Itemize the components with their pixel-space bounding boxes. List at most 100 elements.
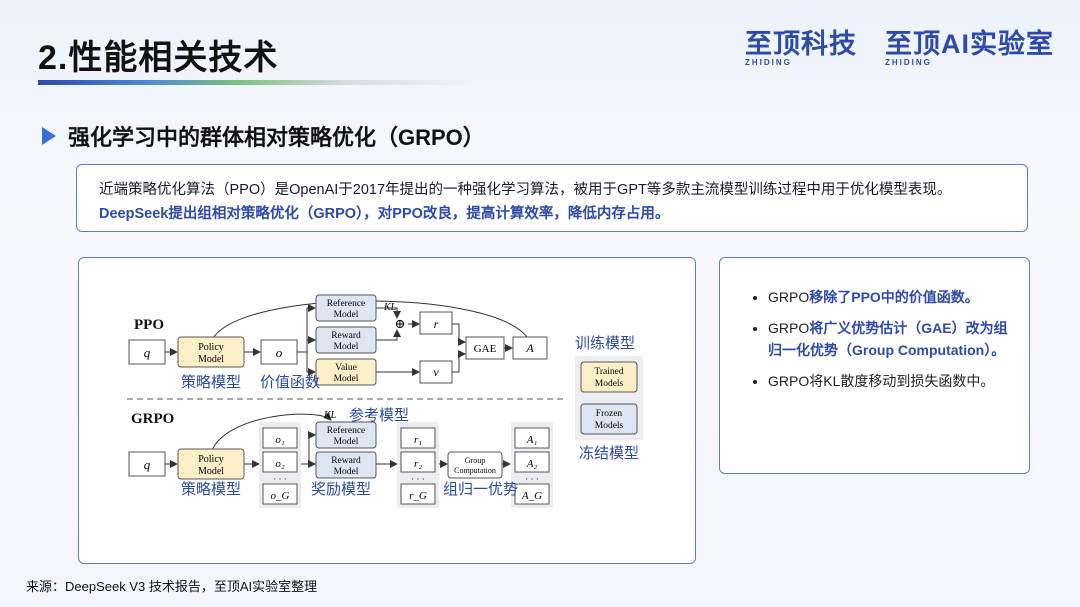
grpo-q-box	[128, 451, 166, 477]
grpo-ref-line1: Reference	[327, 425, 366, 436]
ppo-a-box	[512, 336, 548, 360]
bullet-1-text: GRPO	[768, 289, 810, 305]
grpo-arrow-out-ref	[301, 431, 316, 465]
section-heading: 强化学习中的群体相对策略优化（GRPO）	[42, 120, 485, 152]
grpo-reward-line2: Model	[334, 467, 359, 477]
grpo-group-line1: Group	[465, 456, 485, 465]
grpo-cn-policy-label: 策略模型	[181, 480, 241, 498]
legend-frozen-title: 冻结模型	[579, 444, 639, 462]
logo-cn-text: 至顶AI实验室	[885, 29, 1054, 59]
ppo-arrow-o-reward	[306, 336, 316, 352]
grpo-o2-box	[262, 451, 298, 473]
bullet-3-text: GRPO将KL散度移动到损失函数中。	[768, 373, 995, 389]
grpo-aG-box	[514, 483, 550, 505]
grpo-oG-box	[262, 483, 298, 505]
intro-line-2: DeepSeek提出组相对策略优化（GRPO），对PPO改良，提高计算效率，降低…	[99, 206, 670, 222]
grpo-ref-line2: Model	[334, 437, 359, 447]
grpo-r2-box	[400, 451, 436, 473]
ppo-v-text: v	[433, 365, 439, 379]
grpo-reference-model-box	[315, 421, 377, 449]
ppo-arrow-o-value	[306, 352, 316, 376]
ppo-reward-line2: Model	[334, 342, 359, 352]
ppo-q-text: q	[144, 345, 151, 360]
grpo-o2-text: o₂	[275, 458, 285, 470]
grpo-cn-group-label: 组归一优势	[443, 480, 518, 498]
ppo-value-line2: Model	[334, 374, 359, 384]
section-title: 强化学习中的群体相对策略优化（GRPO）	[68, 125, 485, 150]
ppo-gae-text: GAE	[474, 343, 497, 355]
ppo-arrow-reward-oplus	[376, 329, 401, 341]
bullet-item-1: GRPO移除了PPO中的价值函数。	[768, 286, 1011, 308]
ppo-cn-policy-label: 策略模型	[181, 373, 241, 391]
grpo-a-dots: · · ·	[525, 474, 539, 484]
ppo-reward-line1: Reward	[331, 331, 361, 341]
bullet-1-highlight: 移除了PPO中的价值函数。	[809, 289, 979, 305]
ppo-ref-line2: Model	[334, 310, 359, 320]
grpo-group-line2: Computation	[454, 466, 496, 475]
ppo-arrow-ref-oplus	[376, 307, 401, 319]
grpo-r1-box	[400, 427, 436, 449]
grpo-kl-label: KL	[323, 410, 337, 421]
grpo-a1-box	[514, 427, 550, 449]
grpo-a1-text: A₁	[526, 434, 538, 446]
logo-en-text: ZHIDING	[885, 58, 932, 67]
grpo-cn-ref-label: 参考模型	[349, 406, 409, 424]
ppo-oplus-symbol: ⊕	[395, 316, 406, 331]
grpo-top-arc	[211, 412, 332, 451]
ppo-label: PPO	[134, 317, 164, 333]
grpo-r1-text: r₁	[414, 434, 422, 446]
bullet-item-2: GRPO将广义优势估计（GAE）改为组归一化优势（Group Computati…	[768, 317, 1011, 361]
bullet-item-3: GRPO将KL散度移动到损失函数中。	[768, 370, 1011, 392]
grpo-rG-box	[400, 483, 436, 505]
logo-en-text: ZHIDING	[745, 58, 792, 67]
legend-trained-title: 训练模型	[575, 334, 635, 352]
ppo-cn-value-label: 价值函数	[260, 373, 320, 391]
legend-frozen-line1: Frozen	[596, 409, 623, 419]
ppo-a-text: A	[525, 341, 534, 355]
title-underline	[38, 80, 478, 85]
grpo-reward-line1: Reward	[331, 456, 361, 466]
grpo-rG-text: r_G	[409, 490, 427, 502]
legend-frozen-box	[580, 403, 638, 435]
intro-line-1: 近端策略优化算法（PPO）是OpenAI于2017年提出的一种强化学习算法，被用…	[99, 182, 952, 198]
grpo-aG-text: A_G	[521, 490, 542, 502]
triangle-arrow-icon	[42, 127, 56, 145]
logo-zhiding-ai-lab: 至顶AI实验室 ZHIDING	[885, 30, 1054, 67]
bullet-2-highlight: 将广义优势估计（GAE）改为组归一化优势（Group Computation）。	[768, 320, 1008, 358]
diagram-panel: PPO q Policy Model o Reference Model Rew…	[78, 257, 696, 564]
grpo-group-computation-box	[447, 451, 503, 479]
grpo-q-text: q	[144, 457, 151, 472]
grpo-cn-reward-label: 奖励模型	[311, 480, 371, 498]
grpo-a2-text: A₂	[526, 458, 538, 470]
ppo-grpo-diagram: PPO q Policy Model o Reference Model Rew…	[127, 294, 643, 508]
page-title: 2.性能相关技术	[38, 39, 279, 77]
legend-trained-box	[580, 361, 638, 393]
logo-cn-text: 至顶科技	[745, 29, 857, 59]
grpo-r2-text: r₂	[414, 458, 422, 470]
summary-bullets-box: GRPO移除了PPO中的价值函数。 GRPO将广义优势估计（GAE）改为组归一化…	[719, 257, 1030, 474]
grpo-policy-line2: Model	[198, 466, 224, 477]
bullet-2-text: GRPO	[768, 320, 810, 336]
grpo-r-dots: · · ·	[411, 474, 425, 484]
ppo-policy-line1: Policy	[198, 342, 224, 353]
ppo-r-text: r	[434, 317, 439, 331]
grpo-o-dots: · · ·	[273, 474, 287, 484]
logo-zhiding-tech: 至顶科技 ZHIDING	[745, 30, 857, 67]
ppo-policy-line2: Model	[198, 354, 224, 365]
source-note: 来源：DeepSeek V3 技术报告，至顶AI实验室整理	[26, 579, 318, 594]
grpo-oG-text: o_G	[271, 490, 290, 502]
ppo-ref-line1: Reference	[327, 298, 366, 309]
grpo-o1-box	[262, 427, 298, 449]
legend-trained-line2: Models	[595, 379, 624, 389]
ppo-arrow-o-ref	[297, 304, 316, 353]
ppo-arrow-r-gae	[452, 323, 466, 346]
grpo-o1-text: o₁	[275, 434, 285, 446]
legend-trained-line1: Trained	[594, 367, 623, 377]
ppo-o-text: o	[276, 345, 283, 360]
grpo-label: GRPO	[131, 411, 174, 427]
ppo-value-line1: Value	[335, 363, 357, 373]
grpo-policy-line1: Policy	[198, 454, 224, 465]
ppo-r-box	[419, 311, 453, 335]
grpo-reward-model-box	[315, 451, 377, 479]
bullet-list: GRPO移除了PPO中的价值函数。 GRPO将广义优势估计（GAE）改为组归一化…	[738, 286, 1011, 392]
